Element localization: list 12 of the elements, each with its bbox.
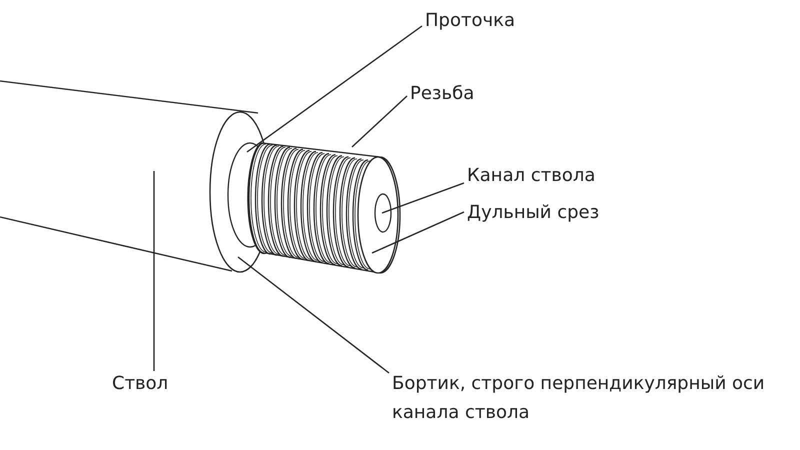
leader-line: [238, 256, 390, 374]
leader-line: [246, 25, 422, 153]
part-label: Канал ствола: [467, 161, 596, 190]
part-label: Ствол: [112, 369, 168, 398]
part-label: Проточка: [425, 6, 516, 35]
part-label: Дульный срез: [467, 198, 600, 227]
part-label: Резьба: [410, 79, 474, 108]
leader-line: [372, 211, 464, 254]
leader-line: [352, 96, 408, 148]
leader-line: [382, 182, 464, 214]
leader-line: [153, 171, 155, 371]
part-label: Бортик, строго перпендикулярный оси канала ствола: [392, 369, 792, 427]
